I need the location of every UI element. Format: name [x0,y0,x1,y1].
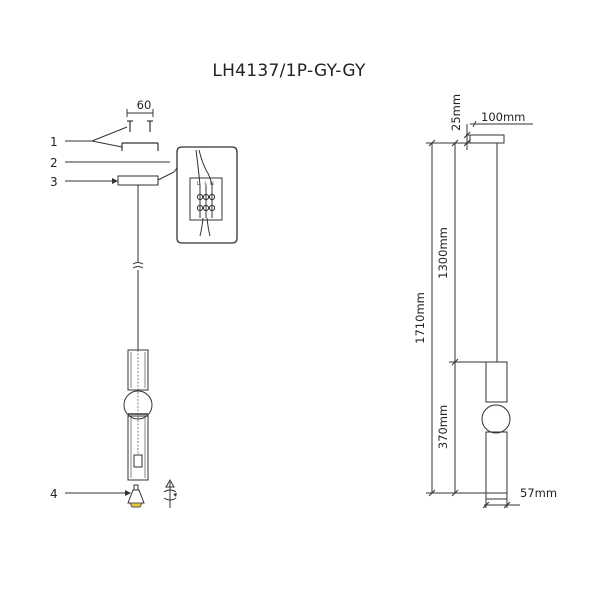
mounting-spacing-dimension: 60 [126,98,154,117]
terminal-label-l: L [197,181,200,187]
canopy-width-label: 100mm [481,110,525,124]
dimension-view: 25mm 100mm 1300mm 1710mm 370mm 57mm [413,94,557,509]
callout-2: 2 [50,156,58,170]
wiring-detail: L ⏚ N [173,146,238,244]
total-height-label: 1710mm [413,292,427,344]
terminal-label-earth: ⏚ [203,180,208,187]
terminal-label-n: N [210,181,214,187]
callout-3: 3 [50,175,58,189]
spacing-label: 60 [137,98,152,112]
glass-sphere [481,404,511,434]
mounting-screws [127,120,153,132]
lamp-height-label: 370mm [436,405,450,449]
lamp-diameter-label: 57mm [520,486,557,500]
callout-4: 4 [50,487,58,501]
bottom-cap [485,492,508,500]
canopy-side [469,134,505,144]
bulb-icon [127,484,145,508]
upper-tube [485,361,508,403]
canopy-height-label: 25mm [449,94,463,131]
lamp-body [123,349,153,481]
canopy [117,175,159,186]
rotate-insert-arrows-icon [163,478,177,508]
cable-length-label: 1300mm [436,227,450,279]
lower-tube [485,431,508,494]
mounting-bracket [121,142,159,151]
callout-1: 1 [50,135,58,149]
installation-view: 60 1 2 3 4 [50,98,238,508]
model-title: LH4137/1P-GY-GY [212,61,366,81]
